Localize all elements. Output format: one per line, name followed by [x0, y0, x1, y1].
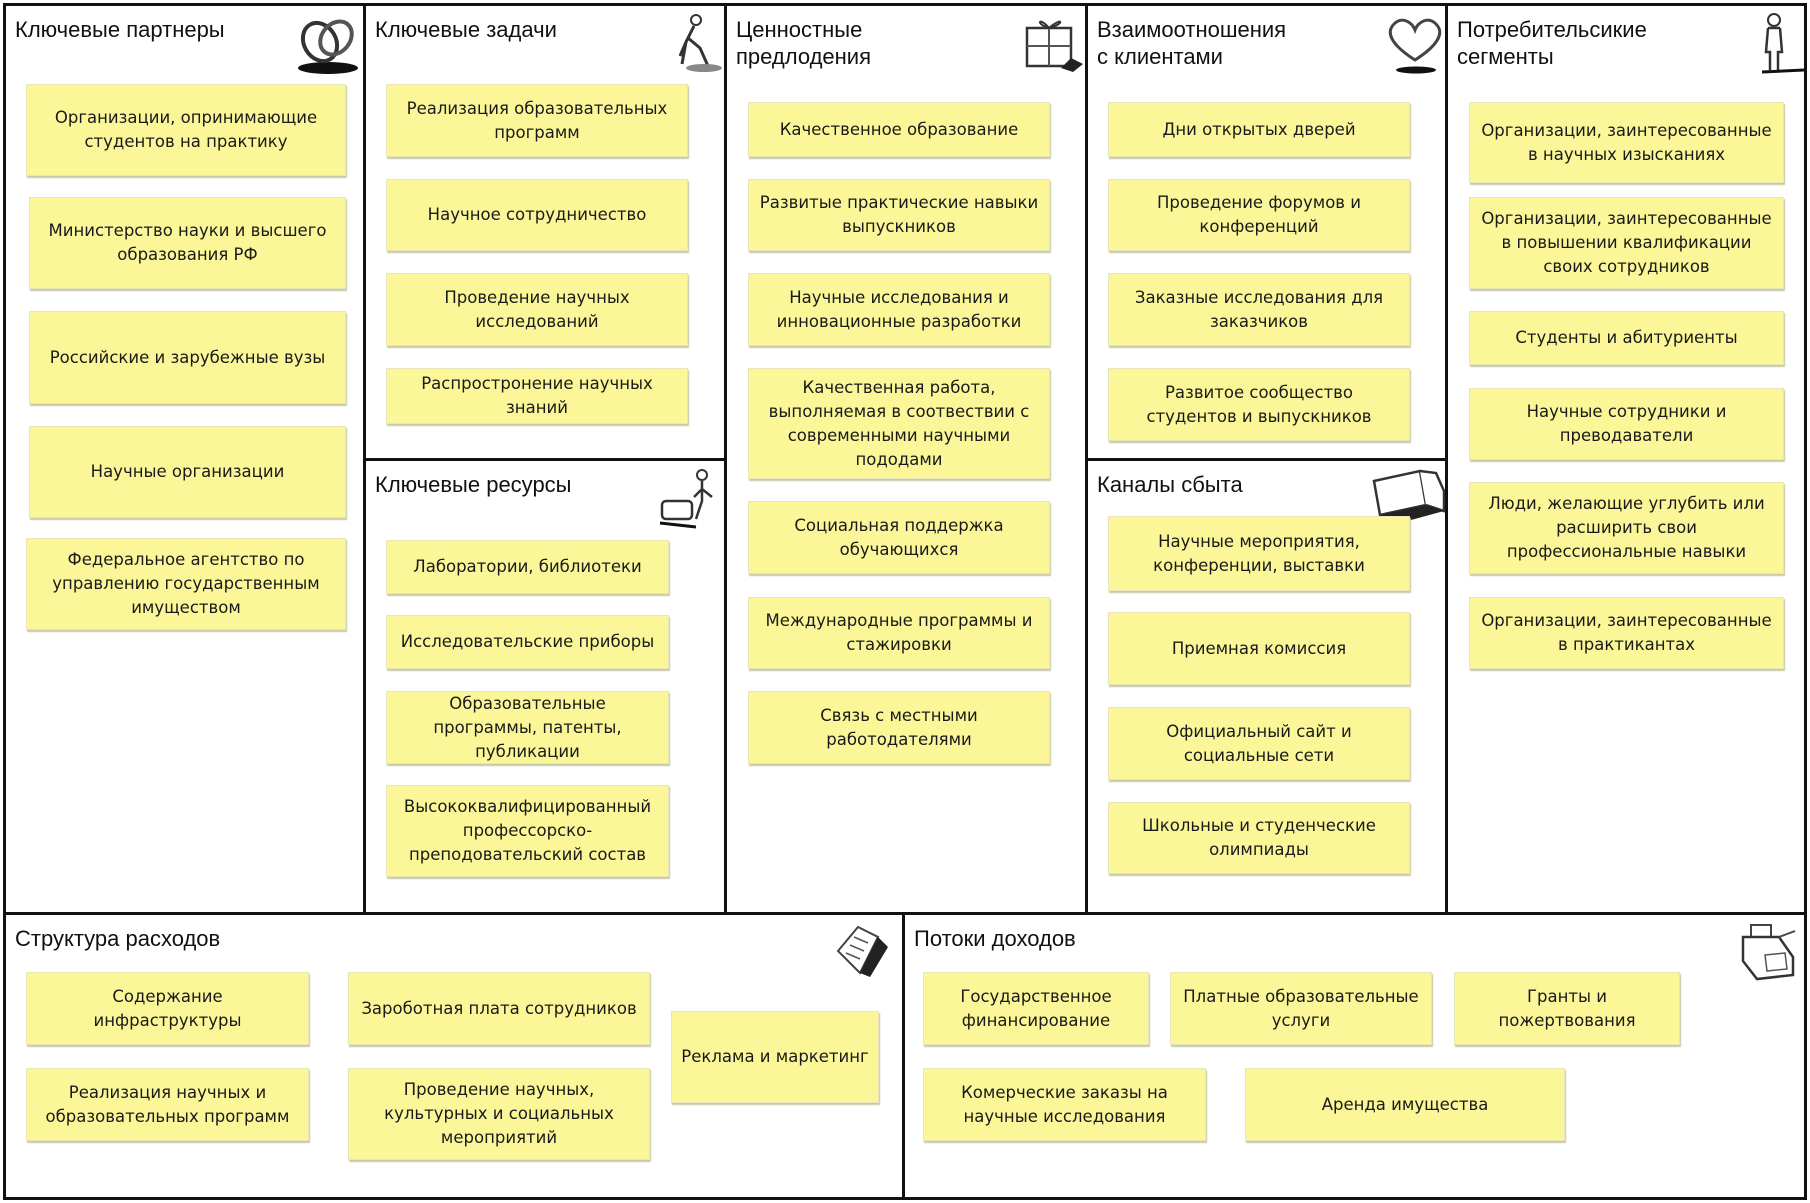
cash-register-icon	[1741, 924, 1796, 981]
sticky-note: Качественная работа, выполняемая в соотв…	[748, 368, 1050, 479]
block-title: Каналы сбыта	[1097, 472, 1243, 497]
sticky-note: Комерческие заказы на научные исследован…	[923, 1068, 1206, 1141]
block-key-partners: Ключевые партнеры Организации, опринимаю…	[3, 3, 366, 915]
sticky-note: Официальный сайт и социальные сети	[1108, 707, 1410, 780]
sticky-note: Научные организации	[29, 426, 346, 518]
block-customer-segments: Потребительсикие сегменты Организации, з…	[1445, 3, 1807, 915]
sticky-note: Проведение научных, культурных и социаль…	[348, 1068, 650, 1160]
sticky-note: Связь с местными работодателями	[748, 691, 1050, 764]
sticky-note: Организации, заинтересованные в практика…	[1469, 597, 1784, 669]
block-value-propositions: Ценностные предлодения Качественное обра…	[724, 3, 1088, 915]
block-key-activities: Ключевые задачи Реализация образовательн…	[363, 3, 727, 461]
sticky-note: Организации, опринимающие студентов на п…	[26, 84, 346, 176]
block-title: Ключевые ресурсы	[375, 472, 572, 497]
receipt-icon	[836, 925, 888, 977]
worker-with-machine-icon	[659, 469, 713, 529]
worker-icon	[678, 14, 722, 72]
sticky-note: Содержание инфраструктуры	[26, 972, 309, 1045]
sticky-note: Развитое сообщество студентов и выпускни…	[1108, 368, 1410, 441]
sticky-note: Министерство науки и высшего образования…	[29, 197, 346, 289]
sticky-note: Качественное образование	[748, 102, 1050, 157]
sticky-note: Научные сотрудники и преводаватели	[1469, 388, 1784, 460]
sticky-note: Государственное финансирование	[923, 972, 1149, 1045]
sticky-note: Исследовательские приборы	[386, 615, 669, 669]
block-title: Ценностные предлодения	[736, 17, 871, 69]
sticky-note: Люди, желающие углубить или расширить св…	[1469, 482, 1784, 574]
sticky-note: Приемная комиссия	[1108, 612, 1410, 685]
sticky-note: Социальная поддержка обучающихся	[748, 501, 1050, 574]
block-customer-relationships: Взаимоотношения с клиентами Дни открытых…	[1085, 3, 1448, 461]
person-icon	[1761, 13, 1805, 74]
block-title: Потоки доходов	[914, 926, 1076, 951]
block-channels: Каналы сбыта Научные мероприятия, конфер…	[1085, 458, 1448, 915]
chain-links-icon	[298, 19, 358, 74]
sticky-note: Организации, заинтересованные в научных …	[1469, 102, 1784, 183]
sticky-note: Реклама и маркетинг	[671, 1011, 879, 1103]
sticky-note: Дни открытых дверей	[1108, 102, 1410, 157]
sticky-note: Высококвалифицированный профессорско-пре…	[386, 785, 669, 877]
sticky-note: Платные образовательные услуги	[1170, 972, 1432, 1045]
sticky-note: Российские и зарубежные вузы	[29, 311, 346, 404]
heart-icon	[1388, 18, 1442, 74]
sticky-note: Лаборатории, библиотеки	[386, 540, 669, 594]
sticky-note: Студенты и абитуриенты	[1469, 311, 1784, 365]
sticky-note: Реализация научных и образовательных про…	[26, 1068, 309, 1141]
sticky-note: Проведение форумов и конференций	[1108, 179, 1410, 251]
sticky-note: Образовательные программы, патенты, публ…	[386, 691, 669, 764]
sticky-note: Аренда имущества	[1245, 1068, 1565, 1141]
block-key-resources: Ключевые ресурсы Лаборатории, библиотеки…	[363, 458, 727, 915]
sticky-note: Федеральное агентство по управлению госу…	[26, 538, 346, 630]
block-title: Потребительсикие сегменты	[1457, 17, 1647, 69]
sticky-note: Проведение научных исследований	[386, 273, 688, 346]
block-title: Ключевые задачи	[375, 17, 557, 42]
sticky-note: Распростронение научных знаний	[386, 368, 688, 424]
block-title: Ключевые партнеры	[15, 17, 225, 42]
block-title: Структура расходов	[15, 926, 221, 951]
gift-icon	[1025, 20, 1083, 72]
block-revenue-streams: Потоки доходов Государственное финансиро…	[902, 912, 1807, 1200]
sticky-note: Гранты и пожертвования	[1454, 972, 1680, 1045]
sticky-note: Организации, заинтересованные в повышени…	[1469, 197, 1784, 289]
sticky-note: Развитые практические навыки выпускников	[748, 179, 1050, 251]
sticky-note: Зароботная плата сотрудников	[348, 972, 650, 1045]
sticky-note: Научное сотрудничество	[386, 179, 688, 251]
block-cost-structure: Структура расходов Содержание инфраструк…	[3, 912, 905, 1200]
sticky-note: Международные программы и стажировки	[748, 597, 1050, 669]
sticky-note: Реализация образовательных программ	[386, 84, 688, 157]
sticky-note: Школьные и студенческие олимпиады	[1108, 802, 1410, 874]
sticky-note: Заказные исследования для заказчиков	[1108, 273, 1410, 346]
sticky-note: Научные исследования и инновационные раз…	[748, 273, 1050, 346]
sticky-note: Научные мероприятия, конференции, выстав…	[1108, 516, 1410, 591]
block-title: Взаимоотношения с клиентами	[1097, 17, 1287, 69]
